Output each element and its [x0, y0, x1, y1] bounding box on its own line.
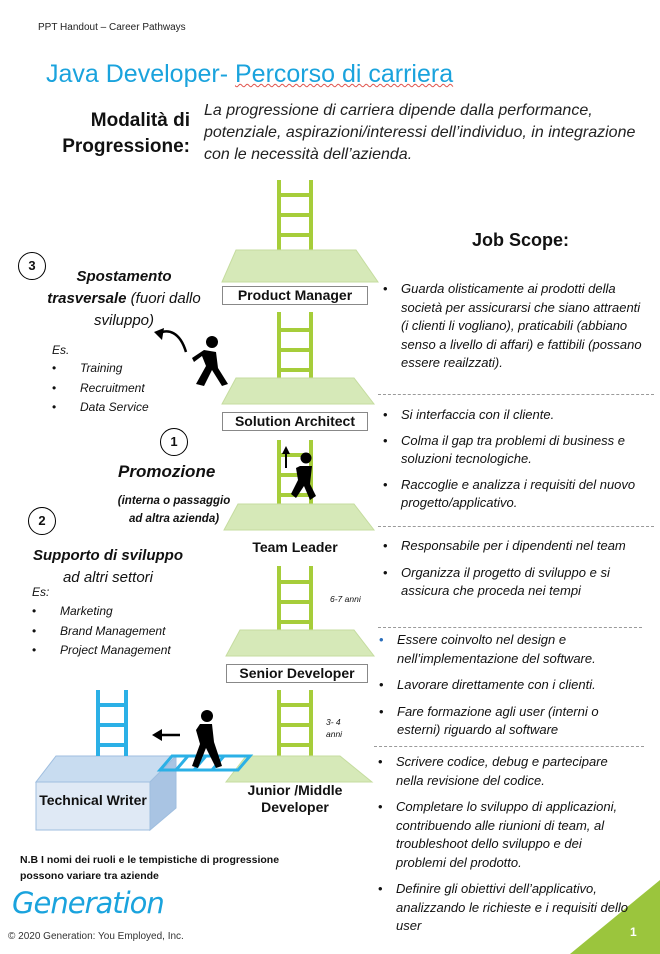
- lateral-es-label: Es.: [52, 343, 70, 357]
- scope-item: Si interfaccia con il cliente.: [381, 406, 649, 425]
- progression-mode-line2: Progressione:: [62, 136, 190, 157]
- scope-junior-developer: Scrivere codice, debug e partecipare nel…: [376, 753, 632, 936]
- list-item: Training: [50, 359, 149, 379]
- page-number: 1: [630, 925, 637, 939]
- role-product-manager: Product Manager: [222, 286, 368, 305]
- job-scope-title: Job Scope:: [472, 230, 570, 250]
- list-item: Recruitment: [50, 379, 149, 399]
- role-senior-developer: Senior Developer: [226, 664, 368, 683]
- support-title-rest: ad altri settori: [62, 569, 154, 586]
- footnote-line1: N.B I nomi dei ruoli e le tempistiche di…: [20, 854, 280, 866]
- scope-team-leader: Responsabile per i dipendenti nel team O…: [381, 537, 649, 601]
- scope-item: Responsabile per i dipendenti nel team: [381, 537, 649, 556]
- scope-item: Scrivere codice, debug e partecipare nel…: [376, 753, 632, 790]
- promotion-title: Promozione: [118, 462, 216, 481]
- path-number-1: 1: [160, 428, 188, 456]
- support-title: Supporto di sviluppo ad altri settori: [26, 545, 190, 589]
- footnote: N.B I nomi dei ruoli e le tempistiche di…: [20, 852, 279, 884]
- support-es-label: Es:: [32, 585, 50, 599]
- scope-solution-architect: Si interfaccia con il cliente. Colma il …: [381, 406, 649, 513]
- progression-mode-line1: Modalità di: [90, 110, 190, 131]
- intro-text: La progressione di carriera dipende dall…: [204, 102, 636, 163]
- scope-item: Fare formazione agli user (interni o est…: [377, 703, 645, 740]
- lateral-title-rest: (fuori dallo sviluppo): [93, 290, 201, 329]
- scope-senior-developer: Essere coinvolto nel design e nell’imple…: [377, 631, 645, 740]
- page-title: Java Developer- Percorso di carriera: [46, 60, 453, 89]
- walking-person-icon: [192, 710, 222, 768]
- running-person-icon: [192, 336, 228, 386]
- role-team-leader: Team Leader: [252, 539, 338, 555]
- scope-item: Essere coinvolto nel design e nell’imple…: [377, 631, 645, 668]
- scope-item: Raccoglie e analizza i requisiti del nuo…: [381, 476, 649, 513]
- support-examples-list: Marketing Brand Management Project Manag…: [30, 602, 171, 661]
- list-item: Data Service: [50, 398, 149, 418]
- list-item: Marketing: [30, 602, 171, 622]
- divider: [378, 627, 642, 628]
- lateral-examples-list: Training Recruitment Data Service: [50, 359, 149, 418]
- footnote-line2: possono variare tra aziende: [20, 870, 159, 882]
- support-title-bold: Supporto di sviluppo: [33, 547, 183, 564]
- divider: [378, 394, 654, 395]
- scope-item: Lavorare direttamente con i clienti.: [377, 676, 645, 695]
- role-solution-architect: Solution Architect: [222, 412, 368, 431]
- role-technical-writer: Technical Writer: [39, 792, 147, 808]
- main-ladder: [277, 180, 313, 756]
- lateral-move-title: Spostamento trasversale (fuori dallo svi…: [36, 266, 212, 332]
- copyright: © 2020 Generation: You Employed, Inc.: [8, 931, 184, 942]
- role-platforms: [221, 249, 379, 783]
- divider: [374, 746, 644, 747]
- list-item: Project Management: [30, 641, 171, 661]
- scope-item: Completare lo sviluppo di applicazioni, …: [376, 798, 632, 872]
- generation-logo: Generation: [12, 886, 165, 920]
- promotion-subtitle: (interna o passaggio ad altra azienda): [117, 495, 231, 525]
- side-ladder: [96, 690, 128, 756]
- lateral-title-bold: Spostamento trasversale: [47, 268, 172, 307]
- scope-item: Definire gli obiettivi dell’applicativo,…: [376, 880, 632, 936]
- scope-item: Organizza il progetto di sviluppo e si a…: [381, 564, 649, 601]
- timing-senior: 6-7 anni: [330, 594, 361, 604]
- divider: [378, 526, 654, 527]
- scope-item: Guarda olisticamente ai prodotti della s…: [381, 280, 649, 373]
- role-junior-developer: Junior /Middle Developer: [247, 782, 343, 815]
- path-number-2: 2: [28, 507, 56, 535]
- title-pathway: Percorso di carriera: [234, 60, 454, 88]
- climbing-person-icon: [291, 452, 316, 500]
- title-role: Java Developer-: [46, 60, 235, 88]
- scope-product-manager: Guarda olisticamente ai prodotti della s…: [381, 280, 649, 373]
- scope-item: Colma il gap tra problemi di business e …: [381, 432, 649, 469]
- path-number-3: 3: [18, 252, 46, 280]
- timing-junior: 3- 4 anni: [326, 717, 343, 739]
- progression-mode-label: Modalità di Progressione:: [40, 108, 190, 160]
- handout-header: PPT Handout – Career Pathways: [38, 22, 186, 33]
- list-item: Brand Management: [30, 622, 171, 642]
